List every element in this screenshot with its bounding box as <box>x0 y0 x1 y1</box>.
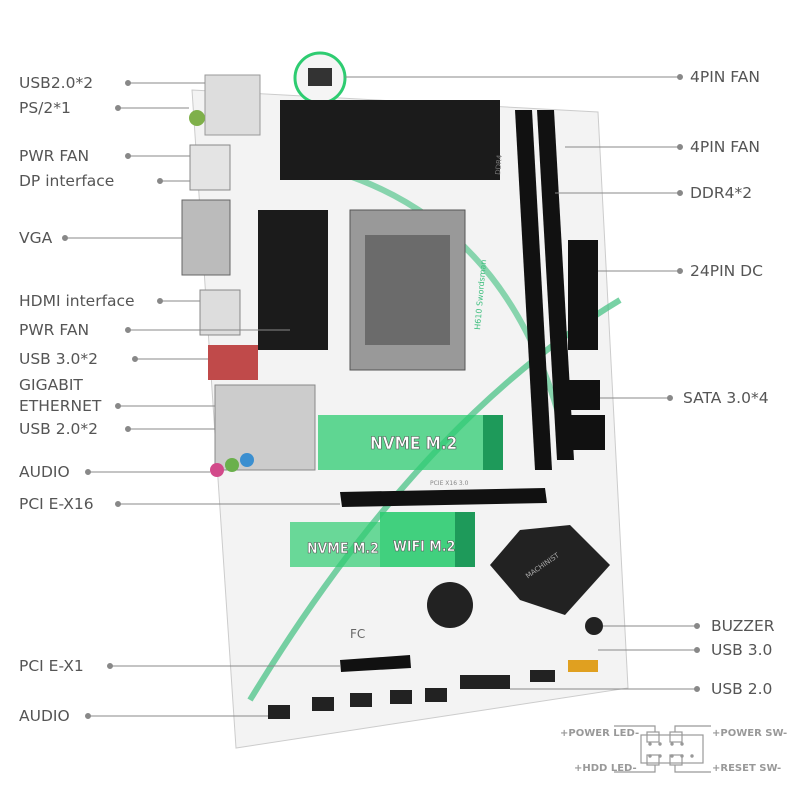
label-4pin-fan-2: 4PIN FAN <box>690 138 760 156</box>
reset-sw-label: +RESET SW- <box>712 763 782 774</box>
audio-jack-pink <box>210 463 224 477</box>
usb3-port <box>208 345 258 380</box>
label-usb20x2-rear: USB 2.0*2 <box>19 420 99 438</box>
label-dp-interface: DP interface <box>19 172 115 190</box>
cmos-battery <box>427 582 473 628</box>
ethernet-port <box>214 384 316 471</box>
atx-24pin <box>568 240 598 350</box>
buzzer <box>585 617 603 635</box>
chipset-heatsink <box>490 525 610 615</box>
label-pcie-x16: PCI E-X16 <box>19 495 94 513</box>
pcie-x1-slot <box>340 655 411 672</box>
dimm-slot-1 <box>515 110 552 470</box>
vrm-heatsink-left <box>258 210 328 350</box>
label-vga: VGA <box>19 229 53 247</box>
hdd-led-label: +HDD LED- <box>574 763 637 774</box>
fc-mark: FC <box>350 627 365 641</box>
label-hdmi-interface: HDMI interface <box>19 292 135 310</box>
audio-jack-blue <box>240 453 254 467</box>
label-gigabit: GIGABIT <box>19 376 83 394</box>
sata-port <box>570 415 605 450</box>
nvme-bottom-label: NVME M.2 <box>307 541 379 557</box>
pcie-x16-slot <box>340 488 547 507</box>
label-usb20x2: USB2.0*2 <box>19 74 94 92</box>
usb2-header <box>460 675 510 689</box>
usb3-header <box>568 660 598 672</box>
ddr-text: DDR4 <box>494 154 504 175</box>
ps2-port <box>189 110 205 126</box>
label-ethernet: ETHERNET <box>19 397 102 415</box>
label-4pin-fan-1: 4PIN FAN <box>690 68 760 86</box>
nvme-m2-top <box>318 415 483 470</box>
label-usb30x2: USB 3.0*2 <box>19 350 99 368</box>
label-pcie-x1: PCI E-X1 <box>19 657 84 675</box>
audio-jack-green <box>225 458 239 472</box>
label-sata: SATA 3.0*4 <box>683 389 769 407</box>
dp-port <box>189 144 231 191</box>
usb-ps2-port <box>204 74 261 136</box>
label-ddr4: DDR4*2 <box>690 184 753 202</box>
power-sw-label: +POWER SW- <box>712 728 788 739</box>
vga-port <box>181 199 231 276</box>
wifi-label: WIFI M.2 <box>393 539 455 555</box>
audio-header <box>268 705 290 719</box>
label-audio-rear: AUDIO <box>19 463 70 481</box>
dimm-slot-2 <box>537 110 574 460</box>
wifi-m2 <box>380 512 465 567</box>
vrm-heatsink-top <box>280 100 500 180</box>
front-panel-pin-diagram <box>614 725 711 773</box>
label-usb20-header: USB 2.0 <box>711 680 773 698</box>
label-pwr-fan-2: PWR FAN <box>19 321 90 339</box>
sata-port <box>565 380 600 410</box>
label-ps2: PS/2*1 <box>19 99 71 117</box>
label-24pin-dc: 24PIN DC <box>690 262 763 280</box>
nvme-top-label: NVME M.2 <box>370 434 457 454</box>
label-buzzer: BUZZER <box>711 617 775 635</box>
hdmi-port <box>199 289 241 336</box>
label-usb30-header: USB 3.0 <box>711 641 773 659</box>
label-audio-header: AUDIO <box>19 707 70 725</box>
pcie-text: PCIE X16 3.0 <box>430 480 469 487</box>
nvme-m2-bottom <box>290 522 380 567</box>
label-pwr-fan-1: PWR FAN <box>19 147 90 165</box>
power-led-label: +POWER LED- <box>560 728 640 739</box>
